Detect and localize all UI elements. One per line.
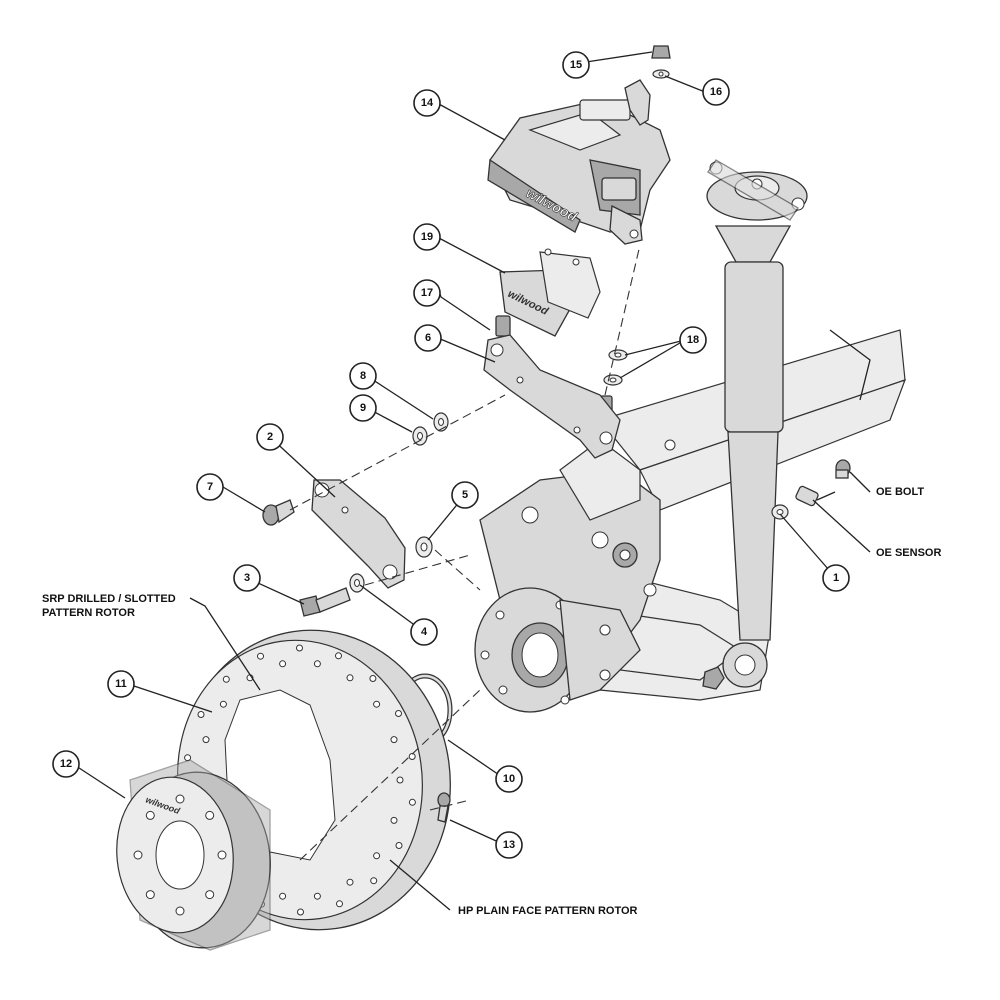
callout-9-text: 9 (360, 402, 366, 414)
callout-1: 1 (822, 564, 850, 592)
callout-19: 19 (413, 223, 441, 251)
callout-2: 2 (256, 423, 284, 451)
bolt-7 (262, 499, 295, 526)
hat-bolt-hole (145, 810, 155, 820)
label-oe-bolt: OE BOLT (876, 486, 924, 498)
callout-6-text: 6 (425, 332, 431, 344)
callout-8-text: 8 (360, 370, 366, 382)
rotor-drill-hole (370, 877, 378, 885)
callout-14-text: 14 (421, 97, 434, 109)
rotor-drill-hole (369, 675, 377, 682)
callout-7: 7 (196, 473, 224, 501)
rotor-drill-hole (390, 816, 398, 824)
callout-4-text: 4 (421, 626, 428, 638)
hat-bolt-hole (175, 906, 185, 916)
rotor-drill-hole (279, 892, 287, 900)
rotor-drill-hole (222, 675, 230, 683)
rotor-drill-hole (395, 710, 402, 717)
hat-bolt-hole (217, 850, 227, 860)
callout-18-text: 18 (687, 334, 699, 346)
brake-pads-19: wilwood (499, 248, 601, 337)
callout-16: 16 (702, 78, 730, 106)
rotor-drill-hole (373, 700, 381, 708)
spacer-5 (415, 536, 433, 558)
callout-17-text: 17 (421, 287, 433, 299)
label-oe-sensor: OE SENSOR (876, 547, 941, 559)
callout-17: 17 (413, 279, 441, 307)
hat-bolt-hole (175, 794, 185, 804)
hat-bolt-hole (133, 850, 143, 860)
callout-2-text: 2 (267, 431, 273, 443)
strut-assembly (706, 159, 808, 641)
callout-5: 5 (451, 481, 479, 509)
mounting-bracket-2 (311, 479, 406, 589)
hat-bolt-hole (205, 810, 215, 820)
callout-3-text: 3 (244, 572, 250, 584)
rotor-drill-hole (279, 660, 287, 668)
washers-8-9 (412, 412, 449, 446)
callout-12-text: 12 (60, 758, 72, 770)
washers-18 (603, 349, 628, 386)
rotor-drill-hole (219, 700, 227, 708)
rotor-drill-hole (336, 900, 343, 908)
caliper-14: wilwood (487, 99, 671, 245)
callout-10-text: 10 (503, 773, 515, 785)
callout-1-text: 1 (833, 572, 839, 584)
callout-11: 11 (107, 670, 135, 698)
callout-12: 12 (52, 750, 80, 778)
rotor-drill-hole (297, 908, 304, 916)
rotor-drill-hole (313, 660, 321, 668)
hub-flange (474, 587, 641, 713)
callout-13: 13 (495, 831, 523, 859)
rotor-drill-hole (202, 736, 210, 744)
hat-bolt-hole (145, 890, 155, 900)
label-srp-rotor-line2: PATTERN ROTOR (42, 607, 135, 619)
rotor-drill-hole (395, 842, 403, 849)
callout-4: 4 (410, 618, 438, 646)
callout-13-text: 13 (503, 839, 515, 851)
rotor-drill-hole (396, 776, 404, 784)
rotor-drill-hole (257, 652, 264, 660)
callout-9: 9 (349, 394, 377, 422)
label-srp-rotor-line1: SRP DRILLED / SLOTTED (42, 593, 176, 605)
callout-11-text: 11 (115, 678, 127, 690)
bolt-3 (299, 573, 365, 617)
callout-15: 15 (562, 51, 590, 79)
callout-8: 8 (349, 362, 377, 390)
assembly-lines (289, 244, 641, 861)
caliper-bracket-6 (483, 334, 621, 459)
callout-18: 18 (679, 326, 707, 354)
callout-5-text: 5 (462, 489, 468, 501)
rotor-drill-hole (335, 652, 342, 660)
rotor-drill-hole (296, 644, 303, 652)
callout-10: 10 (495, 765, 523, 793)
rotor-drill-hole (408, 798, 416, 806)
callout-16-text: 16 (710, 86, 722, 98)
hat-bolt-holes (133, 794, 227, 916)
rotor-drill-hole (346, 674, 354, 682)
rotor-drill-hole (197, 711, 205, 718)
hat-bolt-hole (205, 890, 215, 900)
callout-14: 14 (413, 89, 441, 117)
label-hp-rotor: HP PLAIN FACE PATTERN ROTOR (458, 905, 638, 917)
callout-19-text: 19 (421, 231, 433, 243)
oe-hardware (771, 459, 851, 520)
bolt-13 (437, 792, 451, 823)
rotor-drill-hole (390, 736, 398, 744)
callout-3: 3 (233, 564, 261, 592)
callout-7-text: 7 (207, 481, 213, 493)
callout-15-text: 15 (570, 59, 582, 71)
rotor-drill-hole (373, 852, 381, 860)
rotor-drill-hole (184, 754, 192, 762)
rotor-drill-hole (313, 892, 321, 900)
callout-6: 6 (414, 324, 442, 352)
bleeder-fittings (624, 45, 671, 126)
rotor-drill-hole (346, 878, 354, 886)
